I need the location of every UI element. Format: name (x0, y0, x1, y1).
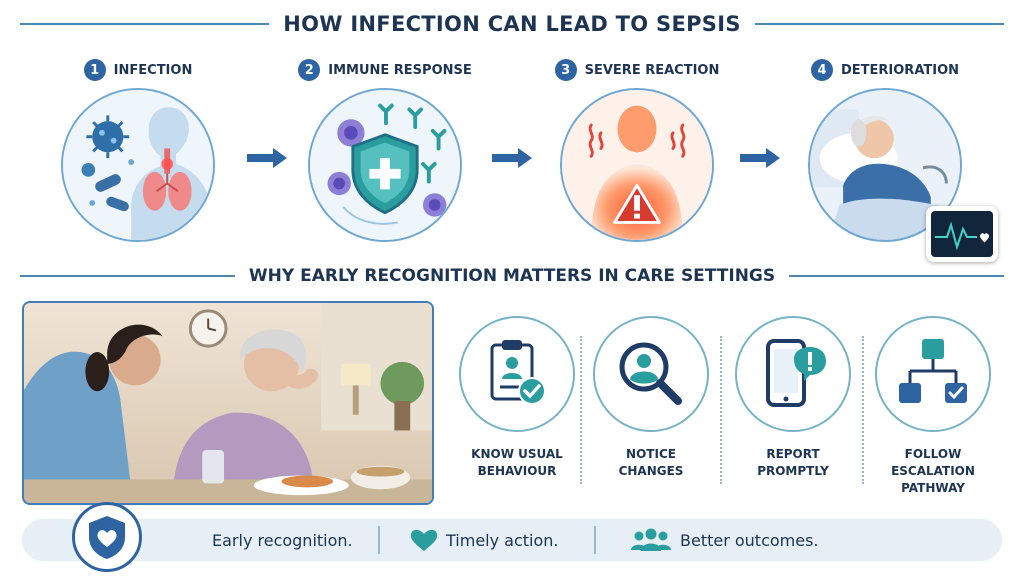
shield-heart-icon (72, 502, 142, 572)
infection-illustration-icon (61, 88, 215, 242)
action-label: REPORT PROMPTLY (757, 447, 829, 478)
title-row: HOW INFECTION CAN LEAD TO SEPSIS (20, 8, 1004, 40)
step-header: 3 SEVERE REACTION (542, 58, 732, 82)
step-label: IMMUNE RESPONSE (328, 62, 472, 78)
magnifier-person-icon (593, 316, 709, 432)
footer-banner (22, 519, 1002, 561)
virus-icon (86, 115, 130, 159)
heart-monitor-icon (926, 206, 998, 262)
action-label: KNOW USUAL BEHAVIOUR (471, 447, 563, 478)
step-number-badge: 1 (83, 59, 106, 81)
heart-icon (410, 529, 438, 551)
section-subtitle: WHY EARLY RECOGNITION MATTERS IN CARE SE… (248, 266, 776, 286)
action-report-promptly: REPORT PROMPTLY (728, 316, 858, 480)
title-rule-left (20, 23, 270, 25)
footer-text: Early recognition. (212, 530, 353, 550)
footer-divider (378, 526, 380, 554)
footer-divider (594, 526, 596, 554)
step-number-badge: 3 (554, 59, 577, 81)
step-label: SEVERE REACTION (584, 62, 720, 78)
action-know-usual-behaviour: KNOW USUAL BEHAVIOUR (452, 316, 582, 480)
step-label: INFECTION (113, 62, 193, 78)
care-setting-photo (22, 301, 434, 505)
arrow-right-icon (245, 146, 289, 170)
action-label: NOTICE CHANGES (618, 447, 684, 478)
page-title: HOW INFECTION CAN LEAD TO SEPSIS (283, 12, 741, 36)
step-severe-reaction: 3 SEVERE REACTION (542, 58, 732, 242)
people-group-icon (631, 528, 671, 551)
dotted-divider (862, 336, 864, 484)
title-rule-right (754, 23, 1004, 25)
step-header: 1 INFECTION (43, 58, 233, 82)
action-notice-changes: NOTICE CHANGES (586, 316, 716, 480)
step-deterioration: 4 DETERIORATION (790, 58, 998, 262)
flowchart-icon (875, 316, 991, 432)
step-header: 2 IMMUNE RESPONSE (290, 58, 480, 82)
step-label: DETERIORATION (840, 62, 959, 78)
arrow-right-icon (490, 146, 534, 170)
clipboard-check-icon (459, 316, 575, 432)
dotted-divider (580, 336, 582, 484)
step-immune-response: 2 IMMUNE RESPONSE (290, 58, 480, 242)
phone-alert-icon (735, 316, 851, 432)
subtitle-row: WHY EARLY RECOGNITION MATTERS IN CARE SE… (20, 262, 1005, 290)
footer-item-action: Timely action. (410, 529, 559, 551)
step-number-badge: 2 (298, 59, 321, 81)
step-header: 4 DETERIORATION (790, 58, 980, 82)
footer-item-recognition: Early recognition. (212, 529, 353, 551)
step-number-badge: 4 (810, 59, 833, 81)
step-infection: 1 INFECTION (43, 58, 233, 242)
action-follow-escalation-pathway: FOLLOW ESCALATION PATHWAY (868, 316, 998, 497)
dotted-divider (720, 336, 722, 484)
footer-text: Timely action. (446, 530, 559, 550)
severe-reaction-illustration-icon (560, 88, 714, 242)
footer-item-outcomes: Better outcomes. (630, 528, 819, 551)
arrow-right-icon (738, 146, 782, 170)
subtitle-rule-right (789, 275, 1005, 277)
immune-shield-illustration-icon (308, 88, 462, 242)
subtitle-rule-left (20, 275, 235, 277)
action-label: FOLLOW ESCALATION PATHWAY (891, 447, 975, 495)
footer-text: Better outcomes. (680, 530, 819, 550)
